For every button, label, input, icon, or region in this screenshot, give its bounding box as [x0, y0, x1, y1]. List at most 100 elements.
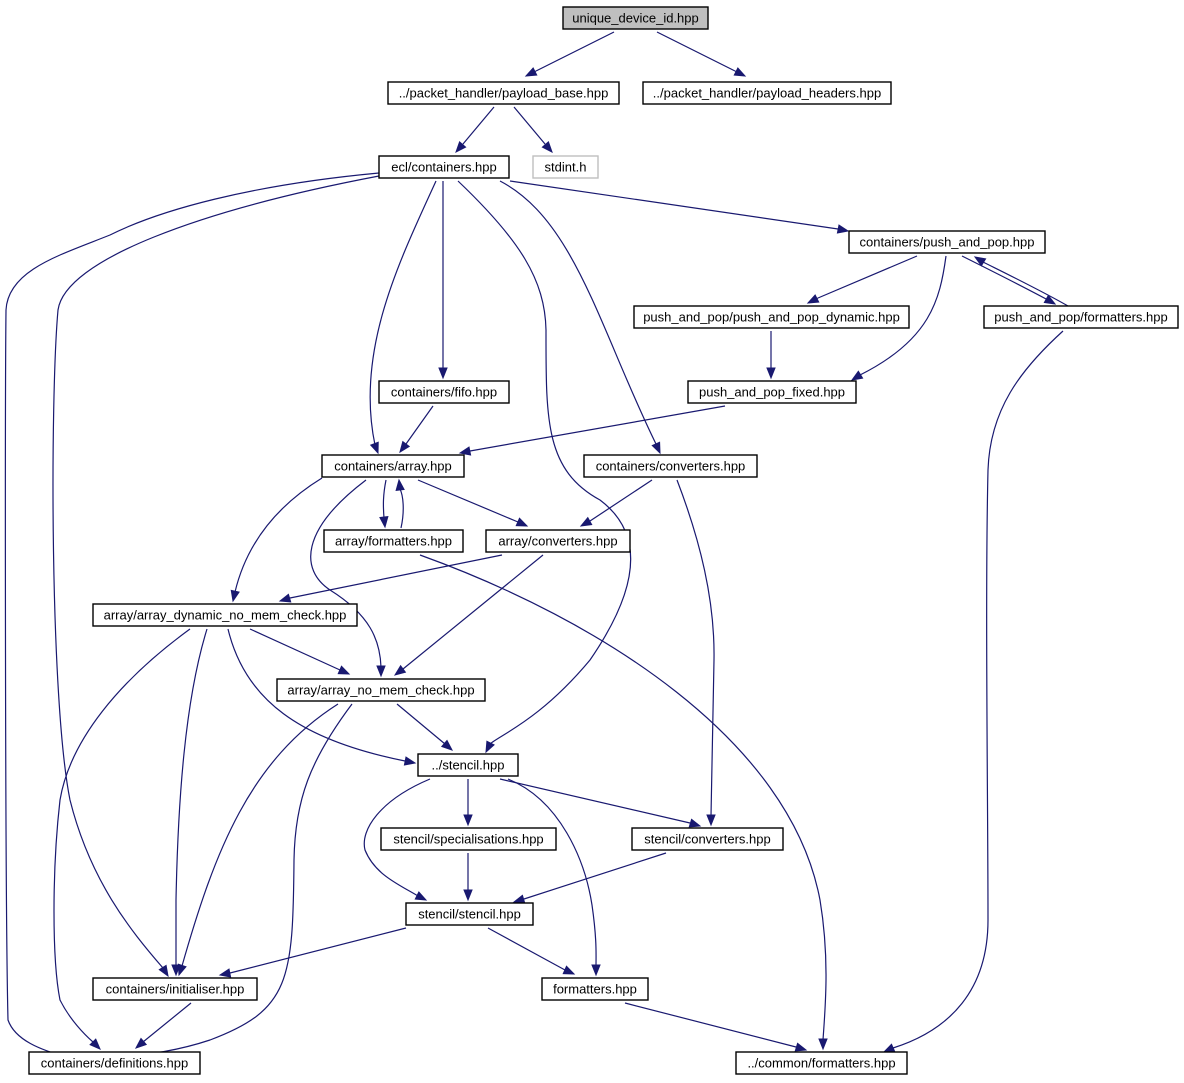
node-label: ../packet_handler/payload_base.hpp	[399, 86, 609, 101]
node-box[interactable]	[323, 529, 464, 553]
edge-line	[589, 479, 653, 522]
edge-line-end	[816, 297, 819, 300]
edge-line	[181, 703, 339, 967]
edge-pap_fixed-to-array	[458, 405, 726, 456]
node-box[interactable]	[92, 977, 258, 1001]
node-unique-device-id[interactable]: unique_device_id.hpp	[562, 6, 709, 30]
node-box[interactable]	[92, 603, 358, 627]
arrowhead-icon	[733, 67, 747, 77]
node-label: push_and_pop/push_and_pop_dynamic.hpp	[643, 310, 900, 325]
node-array-formatters[interactable]: array/formatters.hpp	[323, 529, 464, 553]
node-common-formatters[interactable]: ../common/formatters.hpp	[735, 1051, 908, 1075]
edge-line-end	[534, 70, 537, 73]
edge-stencil_stencil-to-initialiser	[218, 927, 407, 978]
edge-line	[417, 479, 519, 523]
node-box[interactable]	[983, 305, 1179, 329]
node-box[interactable]	[848, 230, 1046, 254]
edge-array_no_mem-to-initialiser	[177, 703, 339, 977]
node-box[interactable]	[380, 827, 557, 851]
node-label: stdint.h	[545, 160, 587, 175]
edge-array-to-array_formatters	[379, 479, 389, 529]
node-array[interactable]: containers/array.hpp	[321, 454, 465, 478]
edge-initialiser-to-definitions	[134, 1002, 192, 1049]
node-formatters[interactable]: formatters.hpp	[541, 977, 649, 1001]
node-label: containers/initialiser.hpp	[106, 982, 245, 997]
edge-line	[249, 628, 341, 671]
node-box[interactable]	[321, 454, 465, 478]
arrowhead-icon	[278, 593, 292, 603]
node-box[interactable]	[405, 902, 534, 926]
arrowhead-icon	[973, 256, 987, 267]
edge-array_dynamic-to-stencil	[227, 628, 417, 766]
edge-line	[535, 31, 615, 72]
node-ecl-containers[interactable]: ecl/containers.hpp	[378, 155, 510, 179]
node-push-and-pop[interactable]: containers/push_and_pop.hpp	[848, 230, 1046, 254]
edge-array-to-array_dynamic	[230, 477, 323, 603]
edge-line	[513, 106, 546, 145]
node-fifo[interactable]: containers/fifo.hpp	[378, 380, 510, 404]
node-label: formatters.hpp	[553, 982, 637, 997]
edge-line	[310, 479, 382, 668]
node-stdint[interactable]: stdint.h	[532, 155, 599, 179]
node-containers-converters[interactable]: containers/converters.hpp	[583, 454, 758, 478]
node-box[interactable]	[642, 81, 892, 105]
node-box[interactable]	[562, 6, 709, 30]
node-payload-base[interactable]: ../packet_handler/payload_base.hpp	[387, 81, 620, 105]
node-definitions[interactable]: containers/definitions.hpp	[28, 1051, 201, 1075]
node-stencil-converters[interactable]: stencil/converters.hpp	[631, 827, 784, 851]
node-pap-formatters[interactable]: push_and_pop/formatters.hpp	[983, 305, 1179, 329]
node-label: stencil/converters.hpp	[644, 832, 770, 847]
edge-pap_formatters-to-common_formatters	[882, 330, 1064, 1053]
edge-line	[53, 628, 191, 1043]
edge-line	[469, 405, 726, 452]
node-label: stencil/stencil.hpp	[418, 907, 521, 922]
node-array-no-mem[interactable]: array/array_no_mem_check.hpp	[276, 678, 486, 702]
arrowhead-icon	[818, 1038, 828, 1051]
node-box[interactable]	[532, 155, 599, 179]
node-box[interactable]	[378, 380, 510, 404]
node-label: push_and_pop_fixed.hpp	[699, 385, 845, 400]
node-box[interactable]	[583, 454, 758, 478]
edge-line	[656, 31, 736, 72]
arrowhead-icon	[438, 367, 448, 380]
edge-line-end	[444, 743, 446, 745]
edge-line	[363, 778, 431, 897]
node-box[interactable]	[387, 81, 620, 105]
edge-line	[507, 778, 597, 967]
edge-array-to-array_no_mem	[310, 479, 386, 678]
edge-array_dynamic-to-array_no_mem	[249, 628, 351, 675]
node-array-converters[interactable]: array/converters.hpp	[485, 529, 631, 553]
node-box[interactable]	[485, 529, 631, 553]
edge-array_converters-to-array_no_mem	[393, 554, 544, 676]
node-box[interactable]	[687, 380, 857, 404]
node-pap-dynamic[interactable]: push_and_pop/push_and_pop_dynamic.hpp	[633, 305, 910, 329]
arrowhead-icon	[403, 756, 417, 766]
node-stencil[interactable]: ../stencil.hpp	[417, 753, 519, 777]
node-box[interactable]	[541, 977, 649, 1001]
node-stencil-stencil[interactable]: stencil/stencil.hpp	[405, 902, 534, 926]
node-box[interactable]	[28, 1051, 201, 1075]
arrowhead-icon	[524, 67, 538, 77]
edge-payload_base-to-ecl_containers	[455, 106, 495, 154]
edge-array_dynamic-to-initialiser	[171, 628, 208, 977]
node-box[interactable]	[417, 753, 519, 777]
node-array-dynamic[interactable]: array/array_dynamic_no_mem_check.hpp	[92, 603, 358, 627]
node-label: ecl/containers.hpp	[391, 160, 497, 175]
edge-ecl_containers-to-initialiser	[52, 175, 380, 978]
arrowhead-icon	[393, 664, 407, 676]
node-box[interactable]	[735, 1051, 908, 1075]
node-label: ../stencil.hpp	[432, 758, 505, 773]
node-payload-headers[interactable]: ../packet_handler/payload_headers.hpp	[642, 81, 892, 105]
node-box[interactable]	[378, 155, 510, 179]
node-stencil-spec[interactable]: stencil/specialisations.hpp	[380, 827, 557, 851]
node-box[interactable]	[276, 678, 486, 702]
node-box[interactable]	[631, 827, 784, 851]
arrowhead-icon	[806, 294, 820, 304]
node-pap-fixed[interactable]: push_and_pop_fixed.hpp	[687, 380, 857, 404]
edge-payload_base-to-stdint	[513, 106, 553, 154]
node-initialiser[interactable]: containers/initialiser.hpp	[92, 977, 258, 1001]
arrowhead-icon	[440, 739, 454, 751]
arrowhead-icon	[158, 964, 169, 978]
node-box[interactable]	[633, 305, 910, 329]
edge-line	[509, 180, 839, 230]
